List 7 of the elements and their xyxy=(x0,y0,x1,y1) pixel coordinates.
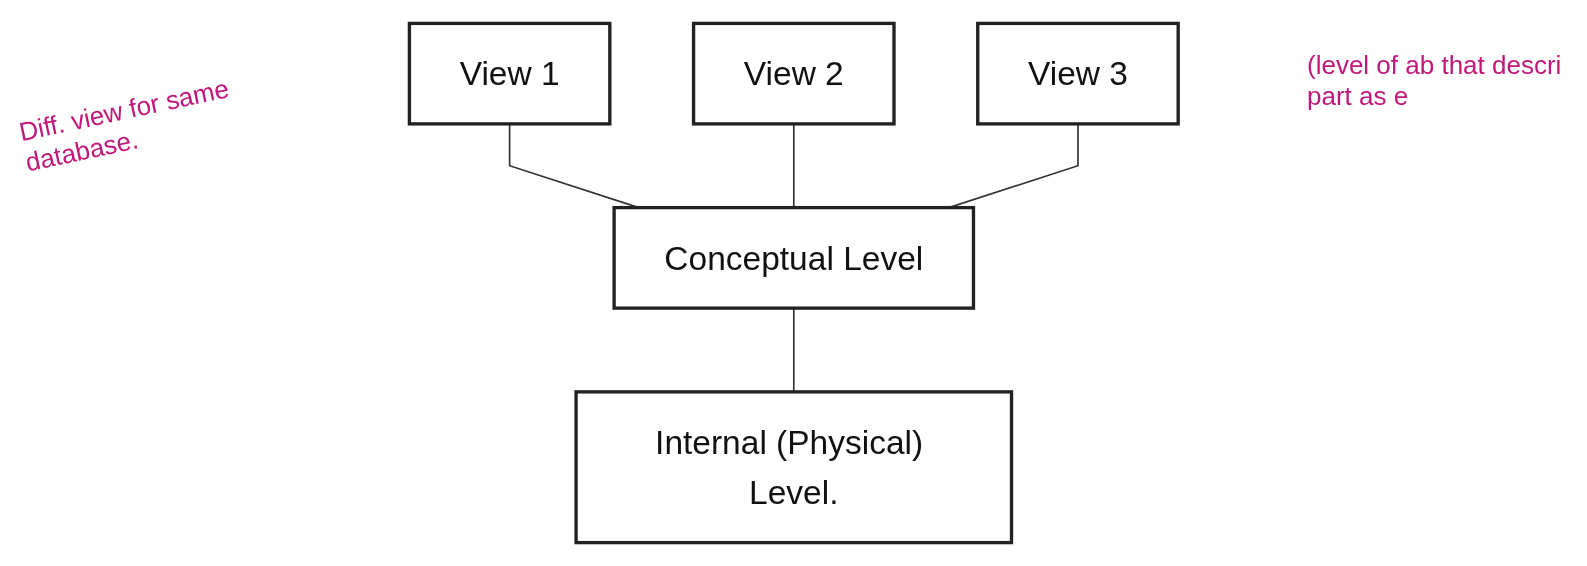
node-box: View 2 xyxy=(691,21,896,126)
handwritten-note: Diff. view for same database. xyxy=(16,72,233,179)
node-box: Internal (Physical) Level. xyxy=(574,390,1013,545)
node-box: View 3 xyxy=(975,21,1180,126)
handwritten-note: (level of ab that descri part as e xyxy=(1307,50,1563,112)
node-box: Conceptual Level xyxy=(612,205,975,310)
node-box: View 1 xyxy=(407,21,612,126)
